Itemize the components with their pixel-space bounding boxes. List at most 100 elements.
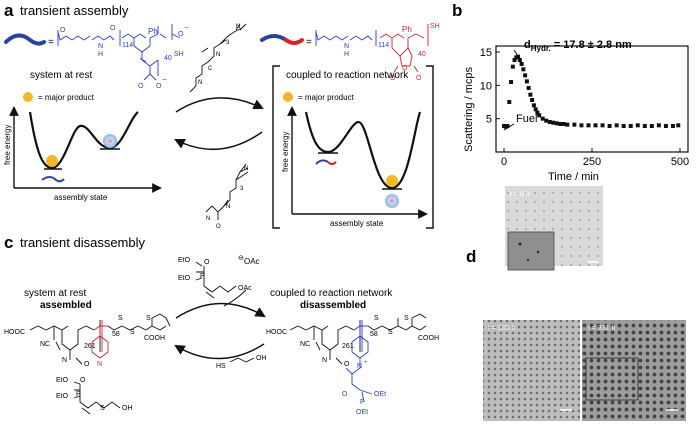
data-point — [628, 124, 633, 128]
left-sh: SH — [174, 51, 184, 58]
atom-n-1: N — [98, 43, 103, 50]
data-point — [528, 92, 533, 97]
right-equals: = — [306, 37, 312, 48]
urea-atom-n-3: N — [244, 166, 248, 172]
right-bracket-right — [426, 65, 434, 229]
left-free-chain — [41, 176, 65, 183]
c-cycle-arrow-top — [175, 302, 266, 319]
cycle-arrow-top — [175, 97, 264, 113]
data-point — [635, 123, 640, 128]
left-energy-curve — [28, 111, 139, 170]
left-repeat-114: 114 — [122, 42, 133, 49]
polymer-icon-right-red — [284, 38, 304, 45]
x-tick-label: 500 — [671, 156, 689, 168]
panel-b-letter: b — [452, 1, 462, 20]
data-point — [530, 98, 535, 102]
cd-atom-c: C — [208, 66, 213, 72]
fuel-label: Fuel — [516, 113, 537, 125]
atom-h-1: H — [98, 51, 103, 58]
r-atom-h: H — [344, 51, 349, 58]
c-left-hooc: HOOC — [4, 329, 25, 336]
right-micelle — [385, 194, 399, 208]
data-point — [516, 54, 521, 59]
c-left-nc: NC — [40, 341, 50, 348]
tem-label-t331: t = 331 h — [588, 325, 616, 332]
c-thiol-structure — [229, 357, 255, 363]
panel-c-letter: c — [4, 233, 13, 252]
chart-ylabel: Scattering / mcps — [463, 67, 475, 152]
y-tick-label: 5 — [486, 114, 492, 126]
data-point — [507, 100, 512, 104]
c-left-58: 58 — [112, 331, 120, 338]
cd-atom-n-1: N — [198, 80, 202, 86]
data-point — [519, 62, 524, 66]
c-thiol-oh: OH — [256, 355, 267, 362]
left-repeat-40: 40 — [164, 55, 172, 62]
data-point — [505, 124, 510, 128]
panel-a-letter: a — [4, 1, 14, 20]
data-point — [572, 122, 577, 127]
cd-atom-n-3: N — [236, 24, 240, 30]
neg-charge-1: − — [184, 23, 189, 32]
c-left-n: N — [62, 357, 67, 364]
carbodiimide-structure — [189, 23, 247, 93]
data-point — [663, 124, 668, 128]
tem-image-t105 — [483, 320, 580, 421]
c-right-state-bold: disassembled — [300, 300, 366, 311]
atom-o-1: O — [60, 27, 66, 34]
y-tick-label: 10 — [480, 80, 492, 92]
r-atom-o-3: O — [416, 75, 422, 82]
urea-subscript: 3 — [240, 186, 244, 192]
c-left-s2: S — [130, 329, 135, 336]
polymer-icon-right-blue — [260, 34, 288, 42]
c-fuel-oac: OAc — [238, 285, 252, 292]
c-left-261: 261 — [84, 343, 96, 350]
y-tick-label: 15 — [480, 47, 492, 59]
tem-speck — [527, 259, 529, 261]
right-repeat-114: 114 — [378, 42, 389, 49]
cd-subscript: 3 — [226, 40, 230, 46]
dhydr-sub: Hydr. — [531, 44, 551, 53]
data-point — [642, 124, 647, 128]
c-right-n: N — [322, 357, 327, 364]
cycle-arrow-bottom — [174, 131, 263, 151]
data-point — [565, 122, 570, 127]
left-state-label: system at rest — [30, 70, 92, 81]
data-point — [593, 123, 598, 128]
data-point — [554, 121, 559, 126]
fuel-pointer — [503, 123, 515, 131]
tem-inset-t0 — [507, 231, 555, 271]
c-right-oet1: OEt — [374, 391, 386, 398]
data-point — [621, 124, 626, 128]
urea-atom-o: O — [216, 224, 221, 230]
c-right-p: P — [360, 399, 365, 406]
c-right-plus: + — [364, 360, 368, 366]
c-right-cooh: COOH — [418, 335, 439, 342]
data-point — [512, 58, 517, 62]
data-point — [523, 73, 528, 78]
r-atom-n: N — [344, 43, 349, 50]
atom-o-2: O — [110, 25, 116, 32]
right-bracket-left — [272, 65, 280, 229]
c-byproduct-neg: ⊖ — [238, 255, 244, 262]
data-point — [524, 79, 529, 84]
tem-label-t105: t = 105 h — [488, 325, 516, 332]
dhydr-annotation: dHydr. = 17.8 ± 2.8 nm — [524, 39, 632, 53]
left-xlabel: assembly state — [54, 193, 108, 202]
c-waste-s: S — [100, 405, 105, 412]
polymer-icon-left — [4, 33, 46, 46]
c-waste-eto1: EtO — [56, 377, 69, 384]
left-minor-micelle — [103, 134, 117, 148]
x-tick-label: 250 — [583, 156, 601, 168]
data-point — [579, 123, 584, 128]
c-right-nc: NC — [300, 341, 310, 348]
c-right-o: O — [344, 361, 350, 368]
right-polymer-blue-part — [315, 30, 377, 46]
right-polymer-red-part — [379, 24, 429, 73]
data-point — [649, 124, 654, 128]
data-point — [670, 124, 675, 128]
c-byproduct-oac: OAc — [244, 257, 260, 266]
dhydr-value: = 17.8 ± 2.8 nm — [551, 39, 632, 51]
